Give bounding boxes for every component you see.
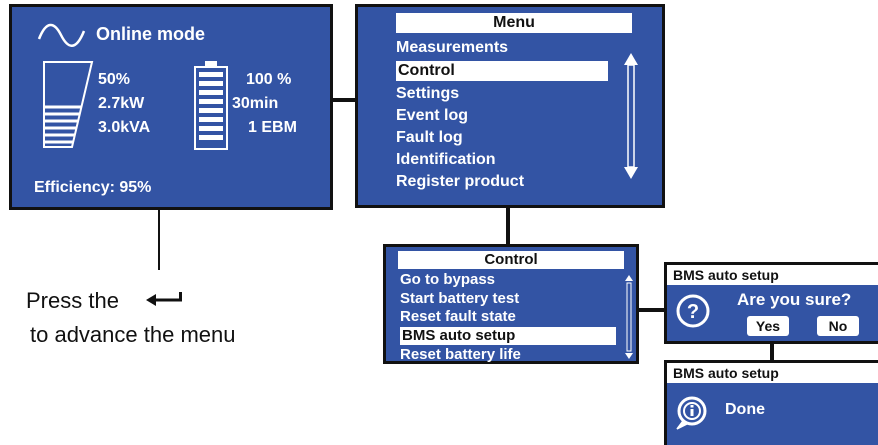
status-panel: Online mode 50% 2.7kW 3.0kVA 100 % 30min… [9, 4, 333, 210]
menu-item-control[interactable]: Control [396, 61, 608, 81]
load-percent: 50% [98, 71, 131, 88]
control-title: Control [398, 251, 624, 269]
svg-text:?: ? [687, 301, 699, 323]
enter-arrow-icon [146, 292, 182, 306]
info-icon [676, 396, 707, 430]
connector-status-menu [330, 98, 358, 102]
done-title: BMS auto setup [667, 363, 878, 383]
connector-confirm-done [770, 342, 774, 362]
menu-item-register-product[interactable]: Register product [396, 173, 525, 190]
done-panel: BMS auto setup Done [664, 360, 878, 445]
instruction-line2: to advance the menu [30, 322, 236, 347]
menu-item-identification[interactable]: Identification [396, 151, 496, 168]
battery-icon [194, 61, 228, 150]
load-kva: 3.0kVA [98, 119, 151, 136]
confirm-question: Are you sure? [737, 290, 852, 309]
mode-label: Online mode [96, 24, 206, 44]
connector-menu-control [506, 205, 510, 247]
ebm-count: 1 EBM [248, 119, 297, 136]
control-item-go-to-bypass[interactable]: Go to bypass [400, 271, 496, 288]
efficiency-label: Efficiency: 95% [34, 179, 152, 196]
control-scroll-icon[interactable] [624, 275, 634, 359]
confirm-title: BMS auto setup [667, 265, 878, 285]
question-icon: ? [676, 294, 710, 328]
instruction-line1: Press the [26, 288, 119, 313]
menu-item-measurements[interactable]: Measurements [396, 39, 509, 56]
menu-item-fault-log[interactable]: Fault log [396, 129, 463, 146]
connector-control-confirm [638, 308, 666, 312]
yes-button[interactable]: Yes [747, 316, 789, 336]
no-button[interactable]: No [817, 316, 859, 336]
control-item-reset-battery-life[interactable]: Reset battery life [400, 346, 521, 363]
battery-percent: 100 % [246, 71, 292, 88]
runtime: 30min [232, 95, 279, 112]
load-kw: 2.7kW [98, 95, 145, 112]
menu-title: Menu [396, 13, 632, 33]
control-item-start-battery-test[interactable]: Start battery test [400, 290, 520, 307]
menu-panel: Menu Measurements Control Settings Event… [355, 4, 665, 208]
menu-item-settings[interactable]: Settings [396, 85, 460, 102]
load-gauge-icon [43, 61, 94, 148]
control-item-reset-fault-state[interactable]: Reset fault state [400, 308, 516, 325]
connector-status-instruction [158, 208, 160, 270]
control-panel: Control Go to bypass Start battery test … [383, 244, 639, 364]
menu-item-event-log[interactable]: Event log [396, 107, 469, 124]
control-item-bms-auto-setup[interactable]: BMS auto setup [400, 327, 616, 345]
sine-wave-icon [37, 23, 86, 47]
done-message: Done [725, 401, 765, 418]
scroll-arrows-icon[interactable] [624, 53, 638, 179]
confirm-panel: BMS auto setup ? Are you sure? Yes No [664, 262, 878, 344]
